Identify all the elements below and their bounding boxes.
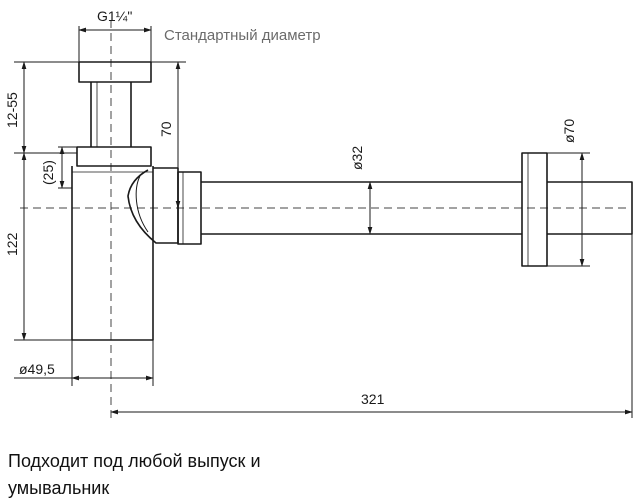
pipe-diameter-label: ø32 <box>349 146 365 170</box>
caption: Подходит под любой выпуск и умывальник <box>8 448 338 502</box>
center-lines <box>20 20 630 418</box>
elbow <box>127 167 179 244</box>
dimension-lines <box>14 26 633 418</box>
thread-size-label: G1¼" <box>97 8 132 24</box>
total-length-label: 321 <box>361 391 385 407</box>
collar-nut <box>76 146 152 167</box>
adjust-height-label: 12-55 <box>4 92 20 128</box>
bottle <box>71 166 154 341</box>
siphon-body <box>71 61 633 341</box>
body-height-label: 122 <box>4 232 20 256</box>
overlap-label: (25) <box>40 160 56 185</box>
body-diameter-label: ø49,5 <box>19 361 55 377</box>
caption-line-1: Подходит под любой выпуск и <box>8 451 261 471</box>
top-nut <box>78 61 152 83</box>
standard-diameter-note: Стандартный диаметр <box>164 27 321 44</box>
wall-flange <box>521 152 548 267</box>
stem-height-label: 70 <box>158 121 174 137</box>
caption-line-2: умывальник <box>8 478 110 498</box>
flange-diameter-label: ø70 <box>561 119 577 143</box>
siphon-technical-drawing: G1¼" Стандартный диаметр 12-55 (25) 122 … <box>4 8 633 418</box>
